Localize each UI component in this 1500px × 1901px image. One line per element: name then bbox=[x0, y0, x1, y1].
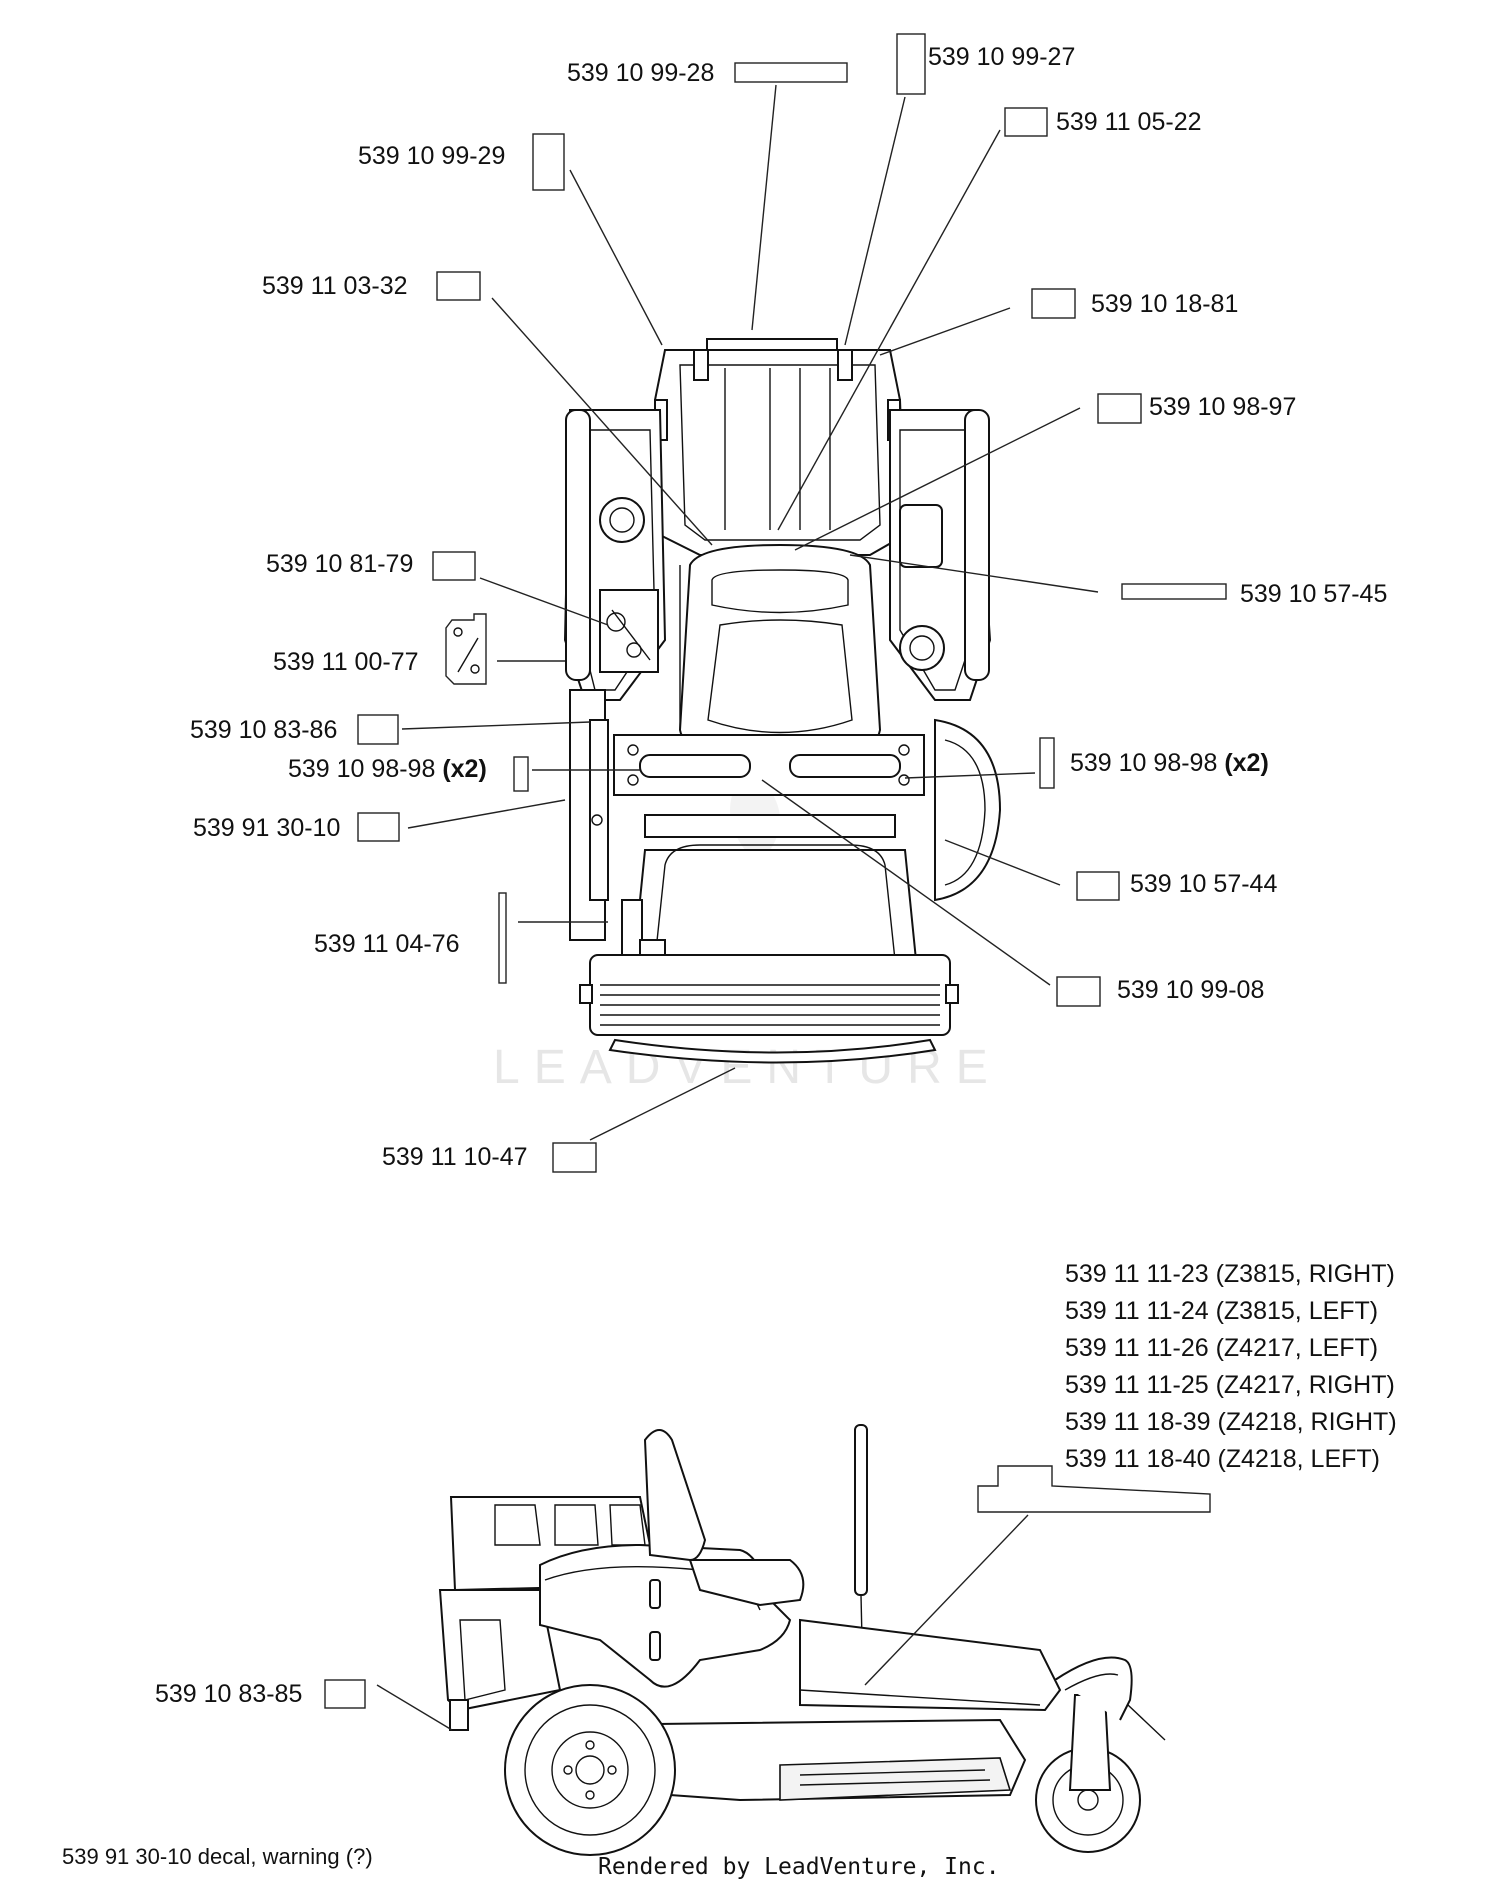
callout-c11: 539 10 83-86 bbox=[190, 716, 337, 744]
callout-c14: 539 91 30-10 bbox=[193, 814, 340, 842]
leader-c09 bbox=[849, 554, 1099, 593]
decal-box-c15 bbox=[1076, 871, 1120, 901]
decal-box-c02 bbox=[896, 33, 926, 95]
callout-c13: 539 10 98-98 (x2) bbox=[1070, 749, 1269, 777]
decal-box-c17 bbox=[1056, 976, 1101, 1007]
callout-c12-qty: (x2) bbox=[442, 755, 486, 783]
decal-box-c18 bbox=[552, 1142, 597, 1173]
decal-box-c05 bbox=[436, 271, 481, 301]
side-list-item: 539 11 11-25 (Z4217, RIGHT) bbox=[1065, 1371, 1395, 1399]
side-list-item: 539 11 18-39 (Z4218, RIGHT) bbox=[1065, 1408, 1397, 1436]
callout-c12-code: 539 10 98-98 bbox=[288, 755, 435, 783]
callout-c13-code: 539 10 98-98 bbox=[1070, 749, 1217, 777]
callout-c10: 539 11 00-77 bbox=[273, 648, 419, 676]
decal-shape-c10 bbox=[445, 613, 487, 685]
decal-box-c19 bbox=[324, 1679, 366, 1709]
credit: Rendered by LeadVenture, Inc. bbox=[598, 1854, 1000, 1880]
decal-box-c08 bbox=[432, 551, 476, 581]
leader-c14 bbox=[407, 799, 566, 829]
leader-c07 bbox=[794, 407, 1081, 551]
side-list-item: 539 11 18-40 (Z4218, LEFT) bbox=[1065, 1445, 1380, 1473]
rear-wheel bbox=[504, 1684, 676, 1856]
leader-c19 bbox=[376, 1684, 453, 1731]
top-view-mower bbox=[563, 338, 1002, 1064]
decal-box-c03 bbox=[1004, 107, 1048, 137]
leader-c04 bbox=[569, 169, 663, 346]
decal-box-c07 bbox=[1097, 393, 1142, 424]
top-view-callouts: 539 10 99-28 539 10 99-27 539 11 05-22 5… bbox=[190, 33, 1387, 1173]
leader-c01 bbox=[751, 84, 777, 331]
callout-c02: 539 10 99-27 bbox=[928, 43, 1075, 71]
footnote: 539 91 30-10 decal, warning (?) bbox=[62, 1844, 373, 1869]
callout-c16: 539 11 04-76 bbox=[314, 930, 460, 958]
leader-c02 bbox=[844, 96, 906, 346]
side-view-mower bbox=[438, 1424, 1166, 1856]
leader-c11 bbox=[401, 721, 591, 730]
leader-c18 bbox=[589, 1067, 736, 1141]
side-list-item: 539 11 11-26 (Z4217, LEFT) bbox=[1065, 1334, 1378, 1362]
decal-box-c14 bbox=[357, 812, 400, 842]
decal-box-c06 bbox=[1031, 288, 1076, 319]
callout-c05: 539 11 03-32 bbox=[262, 272, 408, 300]
side-list-item: 539 11 11-23 (Z3815, RIGHT) bbox=[1065, 1260, 1395, 1288]
leader-c05 bbox=[491, 297, 713, 546]
decal-box-c01 bbox=[734, 62, 848, 83]
decal-box-c11 bbox=[357, 714, 399, 745]
decal-box-c09 bbox=[1121, 583, 1227, 600]
side-list-item: 539 11 11-24 (Z3815, LEFT) bbox=[1065, 1297, 1378, 1325]
callout-c15: 539 10 57-44 bbox=[1130, 870, 1277, 898]
decal-box-c16 bbox=[498, 892, 507, 984]
deck-grille bbox=[600, 984, 940, 1026]
callout-c17: 539 10 99-08 bbox=[1117, 976, 1264, 1004]
callout-c04: 539 10 99-29 bbox=[358, 142, 505, 170]
callout-c12: 539 10 98-98 (x2) bbox=[288, 755, 487, 783]
callout-c08: 539 10 81-79 bbox=[266, 550, 413, 578]
leader-c13 bbox=[904, 772, 1036, 779]
leader-c03 bbox=[777, 129, 1001, 531]
decal-box-c13 bbox=[1039, 737, 1055, 789]
leader-side-list bbox=[864, 1514, 1029, 1686]
side-view-callouts: 539 11 11-23 (Z3815, RIGHT) 539 11 11-24… bbox=[155, 1260, 1397, 1731]
decal-box-c12 bbox=[513, 756, 529, 792]
callout-c13-qty: (x2) bbox=[1224, 749, 1268, 777]
callout-c01: 539 10 99-28 bbox=[567, 59, 714, 87]
callout-c18: 539 11 10-47 bbox=[382, 1143, 528, 1171]
callout-c03: 539 11 05-22 bbox=[1056, 108, 1202, 136]
callout-c07: 539 10 98-97 bbox=[1149, 393, 1296, 421]
callout-c19: 539 10 83-85 bbox=[155, 1680, 302, 1708]
decal-box-c04 bbox=[532, 133, 565, 191]
leader-c17 bbox=[761, 779, 1051, 986]
leader-c08 bbox=[479, 577, 609, 626]
decal-shape-side-list bbox=[977, 1465, 1211, 1513]
callout-c09: 539 10 57-45 bbox=[1240, 580, 1387, 608]
leader-c06 bbox=[879, 307, 1011, 356]
leader-c15 bbox=[944, 839, 1061, 886]
model-decal-list: 539 11 11-23 (Z3815, RIGHT) 539 11 11-24… bbox=[1065, 1260, 1397, 1473]
callout-c06: 539 10 18-81 bbox=[1091, 290, 1238, 318]
